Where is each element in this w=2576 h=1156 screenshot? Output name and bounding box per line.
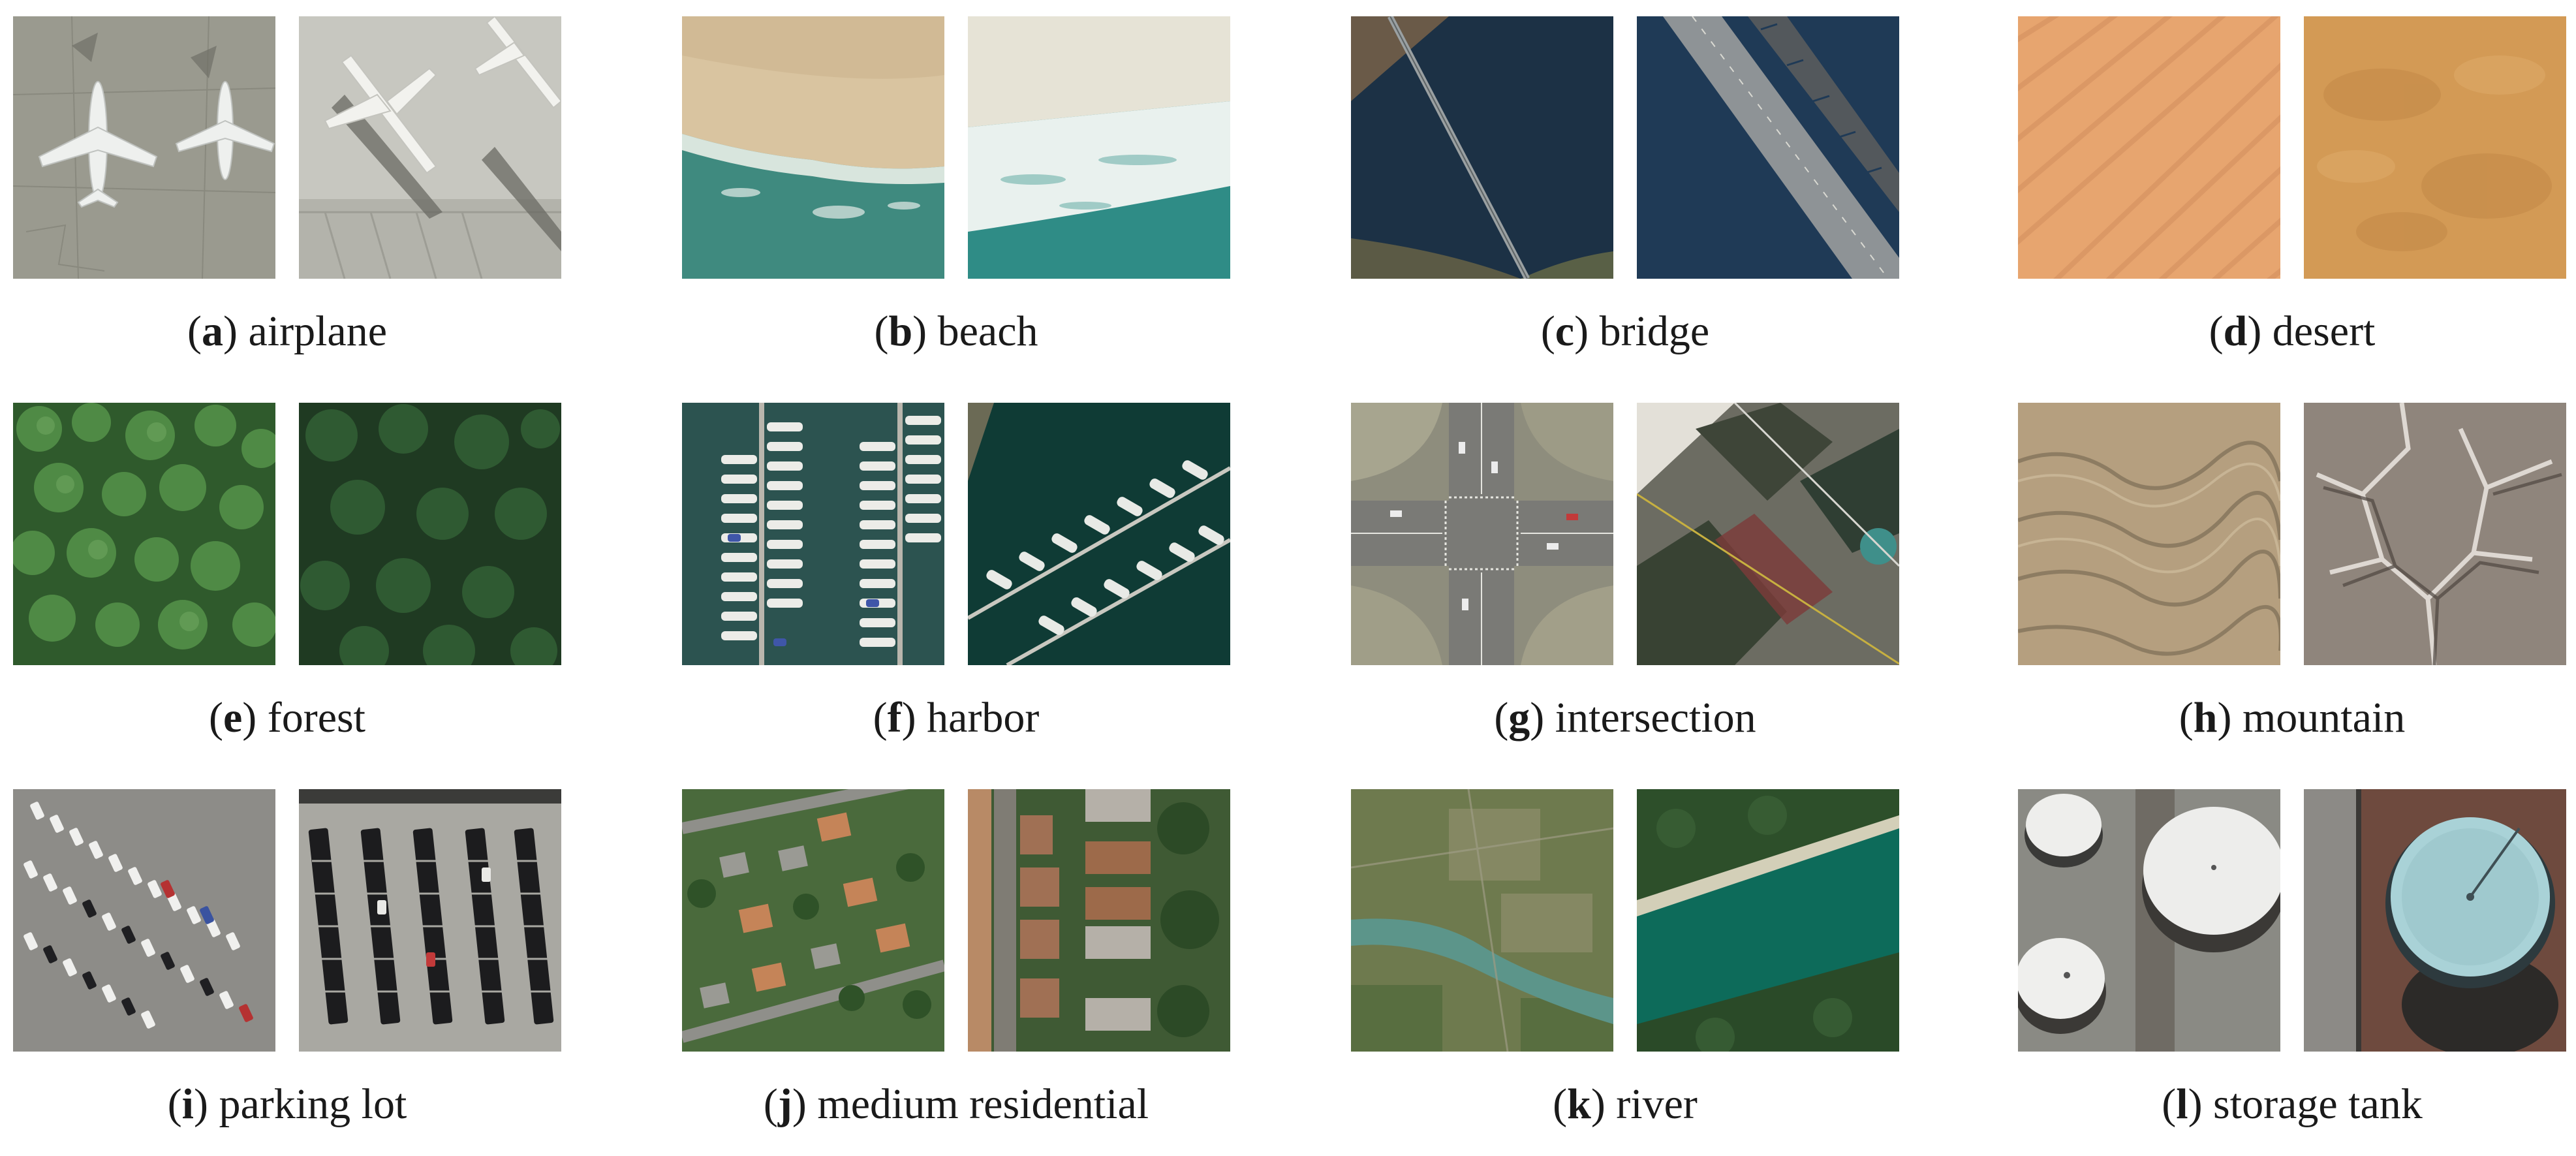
panel-label: desert — [2272, 307, 2376, 355]
panel-caption: (h) mountain — [2179, 694, 2406, 742]
panel-caption: (a) airplane — [187, 307, 387, 355]
panel-caption: (b) beach — [874, 307, 1038, 355]
panel-letter: c — [1555, 307, 1575, 355]
image-pair — [682, 789, 1230, 1052]
panel-letter: k — [1567, 1080, 1591, 1128]
storage-tank-image-2 — [2304, 789, 2566, 1052]
forest-image-2 — [299, 403, 561, 665]
panel-caption: (j) medium residential — [763, 1080, 1149, 1128]
panel-caption: (k) river — [1553, 1080, 1698, 1128]
beach-image-1 — [682, 16, 944, 279]
image-pair — [682, 403, 1230, 665]
river-image-1 — [1351, 789, 1613, 1052]
image-pair — [1351, 403, 1899, 665]
medium-residential-image-2 — [968, 789, 1230, 1052]
image-pair — [2018, 403, 2566, 665]
panel-letter: d — [2223, 307, 2248, 355]
medium-residential-image-1 — [682, 789, 944, 1052]
panel-label: storage tank — [2213, 1080, 2423, 1128]
desert-image-2 — [2304, 16, 2566, 279]
panel-letter: g — [1508, 694, 1530, 742]
panel-label: airplane — [248, 307, 387, 355]
mountain-image-2 — [2304, 403, 2566, 665]
image-pair — [2018, 16, 2566, 279]
panel-label: river — [1616, 1080, 1698, 1128]
panel-letter: b — [888, 307, 913, 355]
beach-image-2 — [968, 16, 1230, 279]
storage-tank-image-1 — [2018, 789, 2280, 1052]
image-pair — [2018, 789, 2566, 1052]
panel-label: parking lot — [219, 1080, 407, 1128]
panel-label: mountain — [2242, 694, 2406, 742]
image-pair — [13, 16, 561, 279]
harbor-image-1 — [682, 403, 944, 665]
desert-image-1 — [2018, 16, 2280, 279]
airplane-image-2 — [299, 16, 561, 279]
parking-lot-image-2 — [299, 789, 561, 1052]
panel-caption: (e) forest — [208, 694, 366, 742]
bridge-image-1 — [1351, 16, 1613, 279]
panel-label: medium residential — [817, 1080, 1149, 1128]
panel-caption: (f) harbor — [873, 694, 1040, 742]
panel-label: forest — [267, 694, 366, 742]
river-image-2 — [1637, 789, 1899, 1052]
image-pair — [682, 16, 1230, 279]
panel-letter: j — [777, 1080, 792, 1128]
panel-label: harbor — [927, 694, 1040, 742]
intersection-image-2 — [1637, 403, 1899, 665]
panel-caption: (g) intersection — [1494, 694, 1756, 742]
panel-caption: (c) bridge — [1540, 307, 1710, 355]
mountain-image-1 — [2018, 403, 2280, 665]
bridge-image-2 — [1637, 16, 1899, 279]
panel-letter: f — [887, 694, 902, 742]
panel-caption: (d) desert — [2209, 307, 2376, 355]
panel-letter: e — [223, 694, 243, 742]
panel-caption: (l) storage tank — [2162, 1080, 2423, 1128]
image-pair — [13, 403, 561, 665]
image-pair — [13, 789, 561, 1052]
panel-caption: (i) parking lot — [167, 1080, 407, 1128]
panel-letter: i — [181, 1080, 194, 1128]
panel-letter: a — [201, 307, 223, 355]
image-pair — [1351, 16, 1899, 279]
panel-label: bridge — [1599, 307, 1710, 355]
panel-letter: l — [2176, 1080, 2188, 1128]
forest-image-1 — [13, 403, 275, 665]
harbor-image-2 — [968, 403, 1230, 665]
parking-lot-image-1 — [13, 789, 275, 1052]
intersection-image-1 — [1351, 403, 1613, 665]
panel-label: intersection — [1555, 694, 1756, 742]
panel-label: beach — [937, 307, 1038, 355]
image-pair — [1351, 789, 1899, 1052]
airplane-image-1 — [13, 16, 275, 279]
panel-letter: h — [2193, 694, 2218, 742]
